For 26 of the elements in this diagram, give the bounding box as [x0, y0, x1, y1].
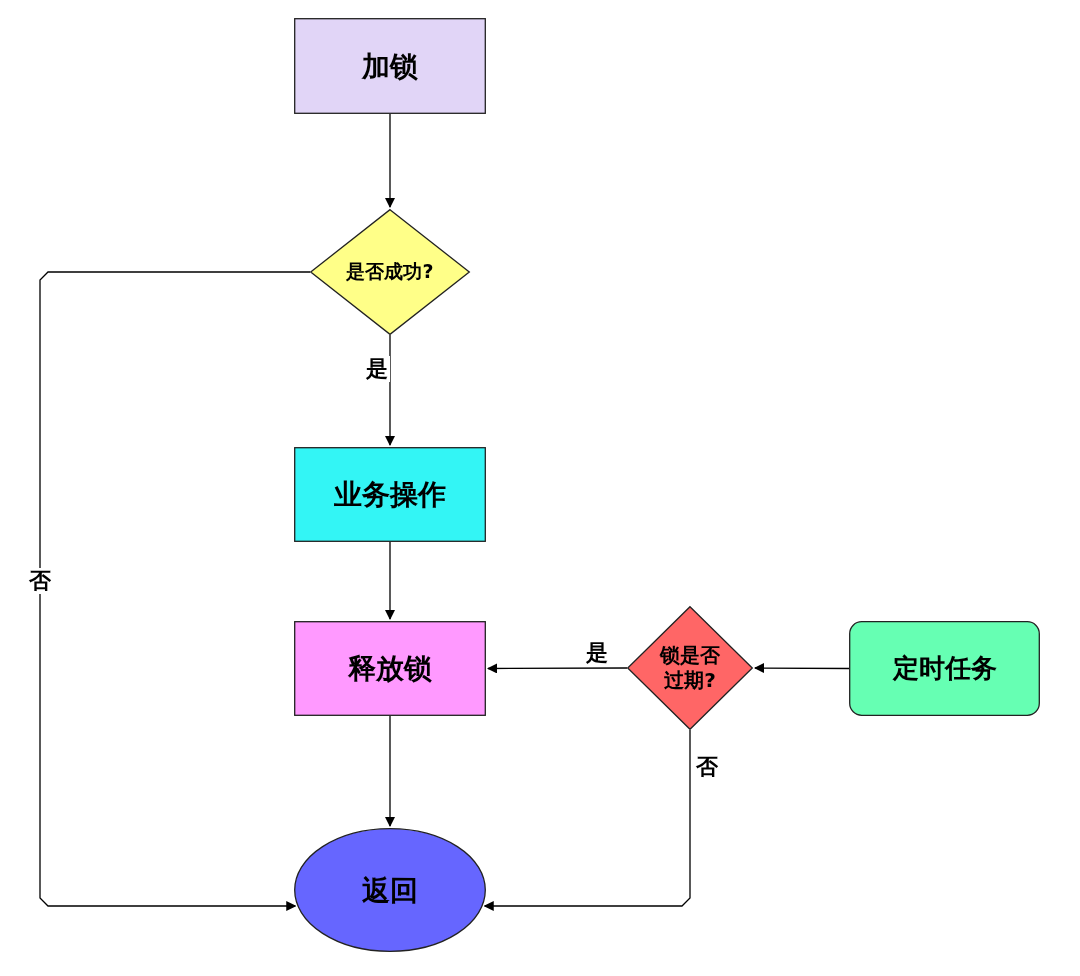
arrow	[385, 715, 395, 827]
edge-label: 否	[694, 754, 720, 781]
arrow	[385, 113, 395, 208]
arrow	[385, 541, 395, 620]
node-label: 锁是否过期?	[658, 643, 721, 693]
node-label: 加锁	[362, 48, 418, 84]
rounded-process-box	[849, 621, 1040, 716]
node-label: 释放锁	[348, 651, 432, 686]
arrow	[385, 334, 395, 446]
node-label: 返回	[362, 872, 418, 908]
node-label: 业务操作	[334, 477, 446, 512]
process-box	[294, 18, 486, 114]
node-label: 是否成功?	[346, 260, 434, 284]
process-box	[294, 447, 486, 542]
edge-label: 是	[584, 640, 610, 667]
arrow	[754, 663, 850, 674]
decision-diamond	[310, 209, 470, 335]
terminal-ellipse	[294, 828, 486, 952]
edge-label: 否	[27, 568, 53, 595]
arrow	[483, 729, 691, 911]
edge-label: 是	[364, 356, 390, 383]
decision-diamond	[627, 606, 753, 730]
arrow	[39, 271, 311, 911]
arrow	[487, 663, 628, 674]
node-label: 定时任务	[892, 652, 997, 685]
process-box	[294, 621, 486, 716]
